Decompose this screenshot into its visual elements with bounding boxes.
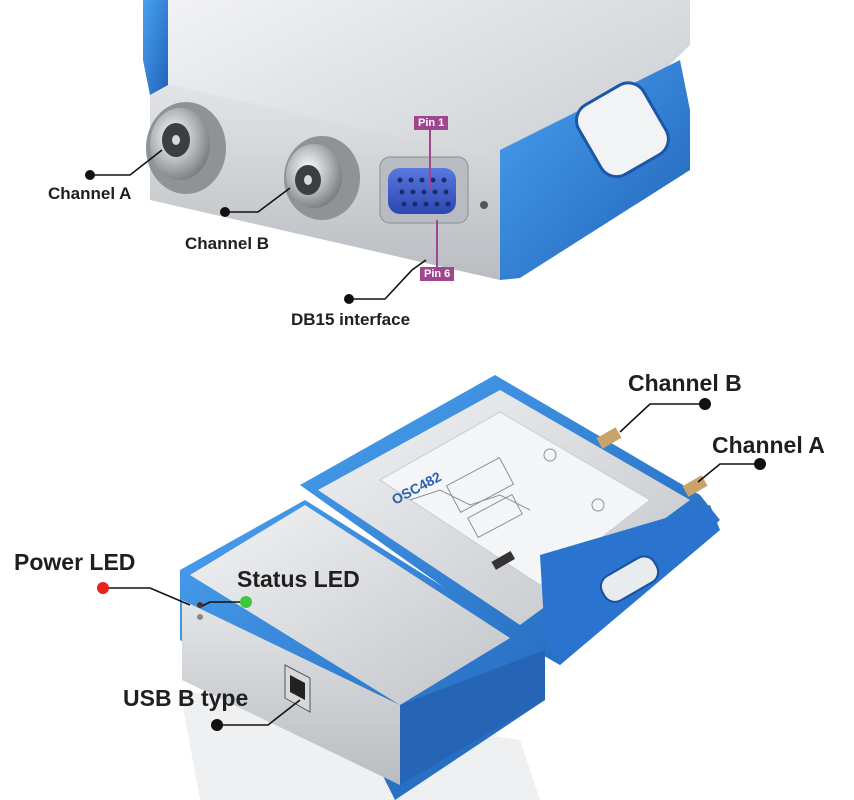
callout-power-led: Power LED [14, 549, 136, 575]
callout-channel-b-top: Channel B [185, 234, 270, 253]
db15-connector [379, 156, 488, 224]
callout-channel-b-bottom: Channel B [628, 370, 742, 396]
callout-usb-b-type: USB B type [123, 685, 249, 711]
bnc-connector-a-bottom [682, 475, 708, 497]
top-device-photo [85, 0, 690, 304]
pin-1-label: Pin 1 [414, 116, 449, 130]
bnc-connector-b-top [284, 136, 360, 220]
bnc-connector-a-top [146, 102, 226, 194]
callout-channel-a-bottom: Channel A [712, 432, 825, 458]
callout-status-led: Status LED [237, 566, 360, 592]
usb-b-port [284, 664, 311, 713]
bnc-connector-b-bottom [596, 427, 622, 449]
pin-6-label: Pin 6 [420, 267, 455, 281]
callout-channel-a-top: Channel A [48, 184, 132, 203]
bottom-device-photo: OSC482 [97, 375, 766, 800]
callout-db15-interface: DB15 interface [291, 310, 411, 329]
